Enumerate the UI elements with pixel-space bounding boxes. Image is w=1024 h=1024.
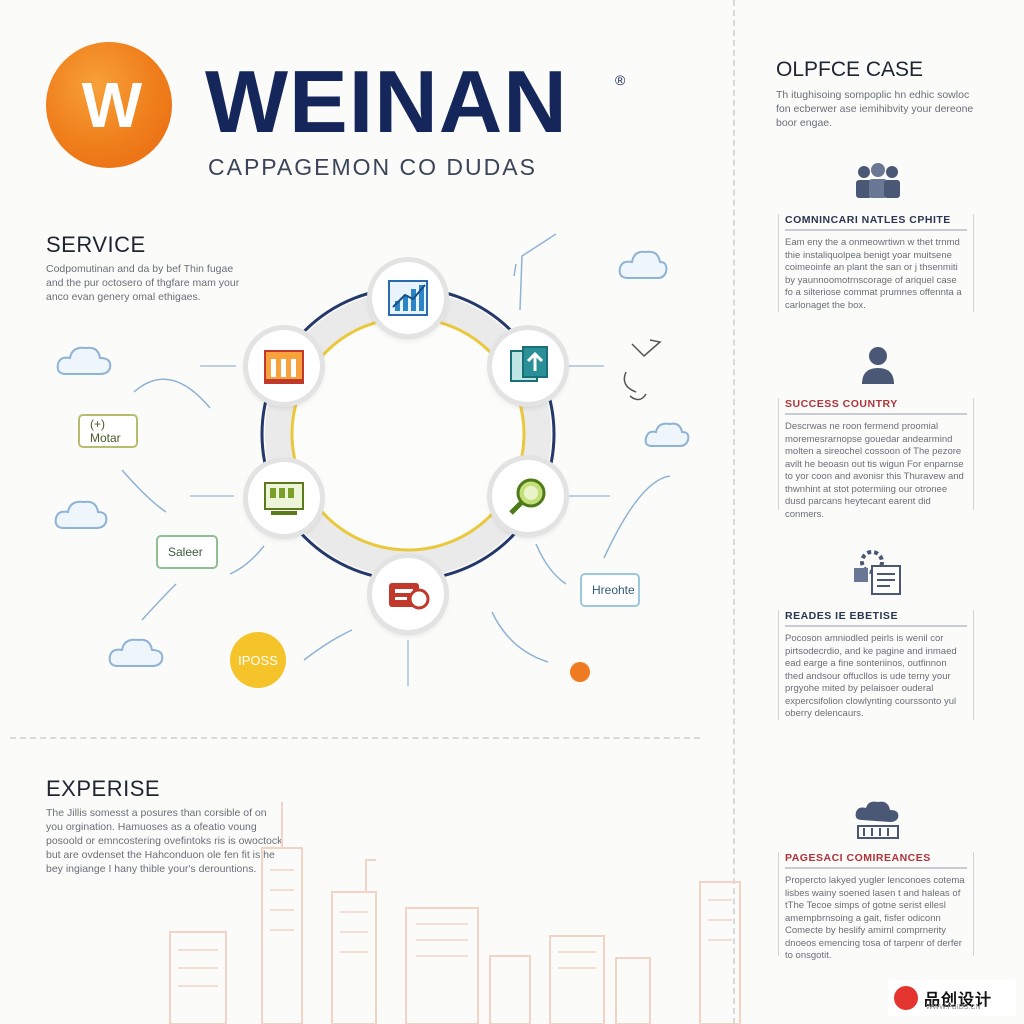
search-icon [509, 478, 546, 515]
orange-dot [570, 662, 590, 682]
service-text: Codpomutinan and da by bef Thin fugae an… [46, 263, 240, 303]
person-icon [862, 347, 894, 384]
card-icon [389, 583, 430, 610]
watermark-logo-icon [894, 986, 918, 1010]
service-title: SERVICE [46, 232, 146, 257]
hreohte-tag[interactable]: Hreohte [580, 573, 640, 607]
brand-logo-letter: W [81, 69, 142, 141]
vertical-divider [733, 0, 735, 1024]
office-case-title: OLPFCE CASE [776, 58, 924, 81]
expertise-title: EXPERISE [46, 776, 161, 801]
brand-name: WEINAN [205, 52, 568, 151]
cloud-icon [644, 422, 690, 447]
iposs-badge[interactable]: IPOSS [230, 632, 286, 688]
building-icon [264, 350, 304, 384]
search-node[interactable] [492, 460, 564, 532]
card-title: PAGESACI COMIREANCES [785, 852, 967, 869]
card-title: READES IE EBETISE [785, 610, 967, 627]
city-skyline [169, 802, 741, 1024]
card-title: COMNINCARI NATLES CPHITE [785, 214, 967, 231]
card-body: Eam eny the a onmeowrtiwn w thet trnmd t… [785, 237, 962, 311]
brand-logo: W [46, 42, 172, 168]
people-icon [856, 163, 900, 198]
settings-document-icon [854, 550, 901, 595]
cloud-server-icon [855, 801, 899, 839]
watermark-url: WWW.PBIDS.CN [926, 1004, 981, 1011]
cloud-icon [108, 638, 164, 667]
office-case-text: Th itughisoing sompoplic hn edhic sowloc… [776, 89, 974, 129]
horizontal-divider [10, 737, 700, 739]
info-card: PAGESACI COMIREANCES Propercto lakyed yu… [778, 852, 974, 961]
monitor-icon [264, 482, 304, 515]
cloud-icon [56, 346, 112, 375]
upload-icon [510, 346, 548, 382]
card-node[interactable] [372, 558, 444, 630]
info-card: COMNINCARI NATLES CPHITE Eam eny the a o… [778, 214, 974, 312]
monitor-node[interactable] [248, 462, 320, 534]
card-body: Descrwas ne roon fermend proomial moreme… [785, 421, 964, 520]
cloud-icon [54, 500, 108, 529]
registered-mark: ® [615, 72, 626, 88]
card-body: Pocoson amniodled peirls is wenil cor pi… [785, 633, 957, 719]
info-card: READES IE EBETISE Pocoson amniodled peir… [778, 610, 974, 720]
info-card: SUCCESS COUNTRY Descrwas ne roon fermend… [778, 398, 974, 520]
saleer-tag[interactable]: Saleer [156, 535, 218, 569]
connector-lines [121, 233, 671, 686]
brand-tagline: CAPPAGEMON CO DUDAS [208, 154, 537, 180]
expertise-text: The Jillis somesst a posures than corsib… [46, 807, 283, 875]
watermark-text: 品创设计 [924, 992, 993, 1009]
watermark: 品创设计 WWW.PBIDS.CN [888, 980, 1016, 1016]
motar-tag[interactable]: (+) Motar [78, 414, 138, 448]
chart-node[interactable] [372, 262, 444, 334]
card-title: SUCCESS COUNTRY [785, 398, 967, 415]
card-body: Propercto lakyed yugler lenconoes cotema… [785, 875, 965, 961]
upload-node[interactable] [492, 330, 564, 402]
building-node[interactable] [248, 330, 320, 402]
chart-icon [388, 280, 428, 316]
cloud-icon [618, 250, 668, 279]
